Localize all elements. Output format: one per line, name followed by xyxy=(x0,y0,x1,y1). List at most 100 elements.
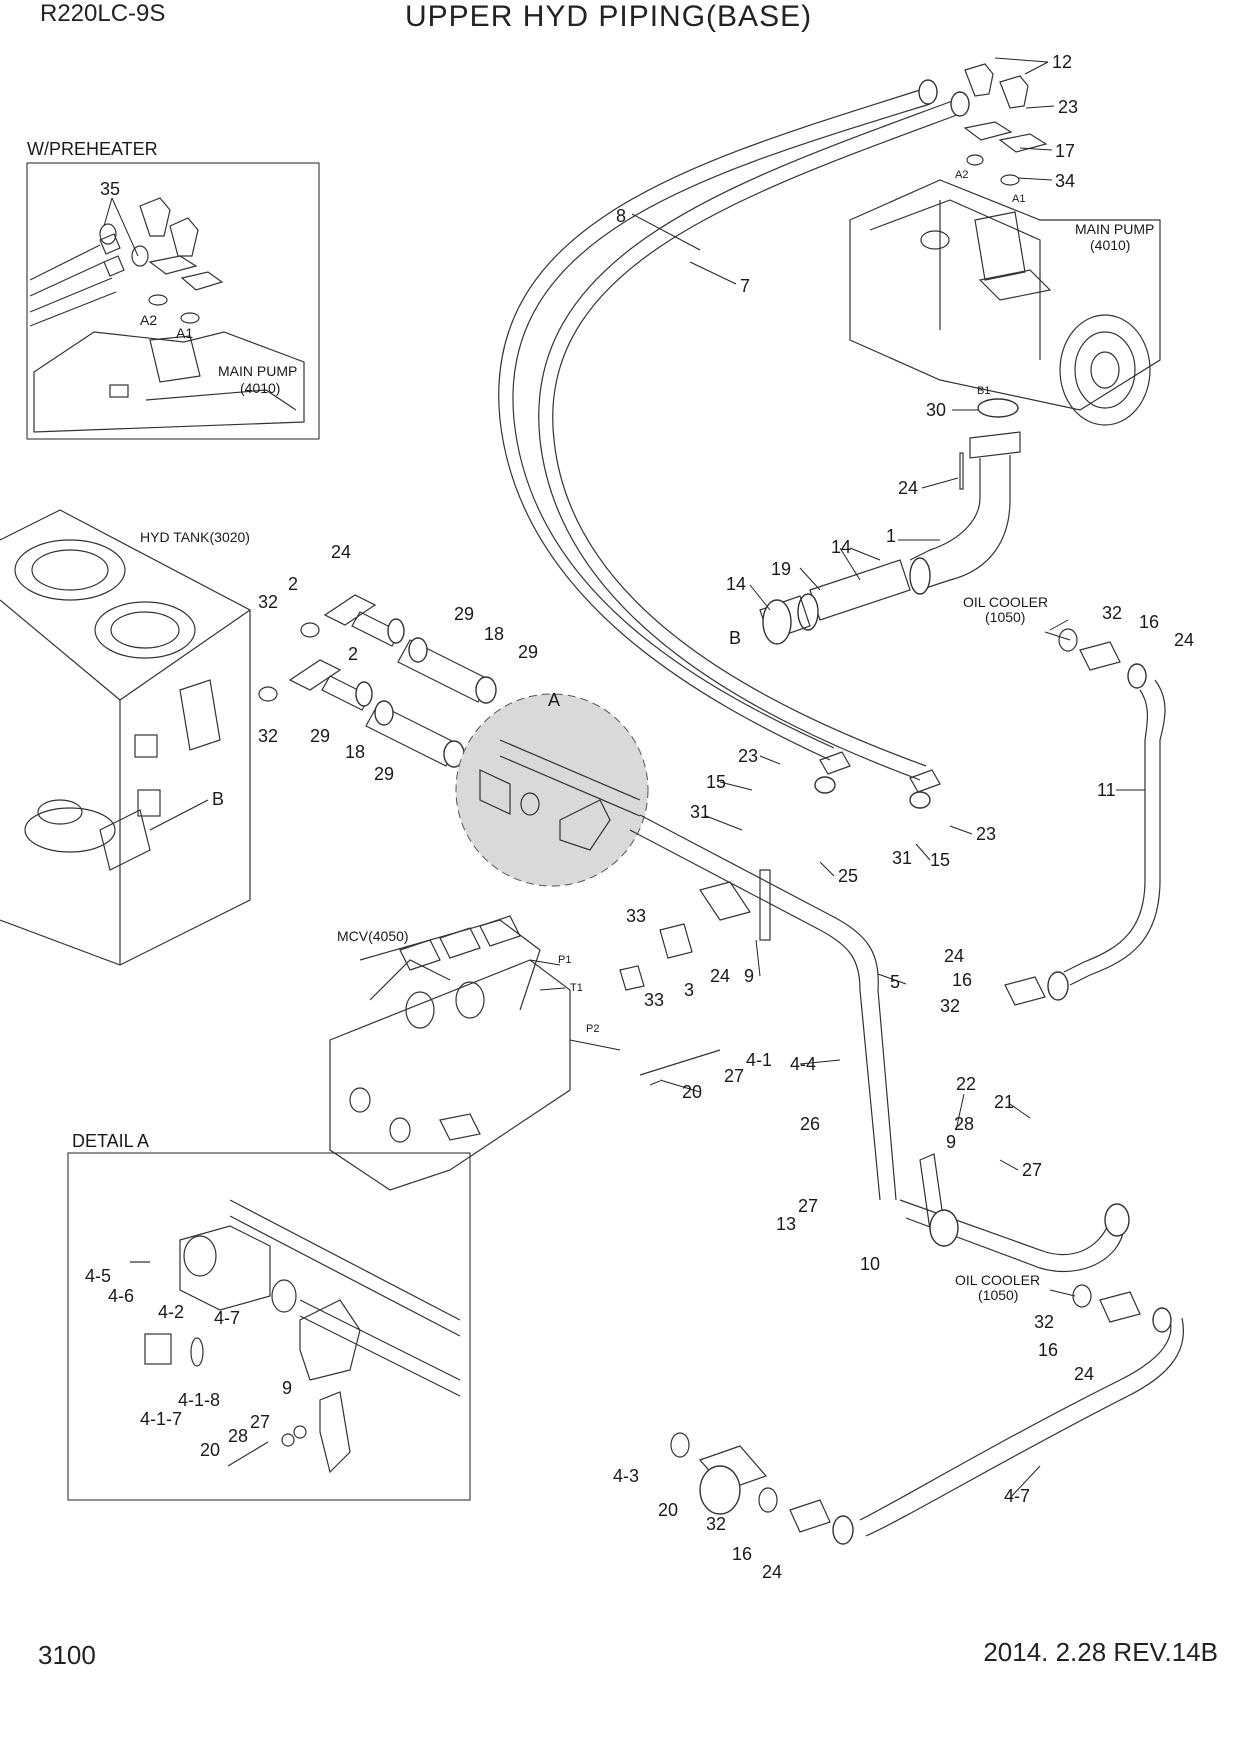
inset-port-a1: A1 xyxy=(176,325,193,341)
callout-32-tank-a: 32 xyxy=(258,592,278,612)
oil-cooler-bottom-label: OIL COOLER xyxy=(955,1272,1040,1288)
callout-26: 13 xyxy=(776,1214,796,1234)
hoses-7-8 xyxy=(498,63,1048,809)
inset-port-a2: A2 xyxy=(140,312,157,328)
callout-31-right: 31 xyxy=(892,848,912,868)
callout-18-b: 18 xyxy=(345,742,365,762)
detail-callout-20: 20 xyxy=(200,1440,220,1460)
delivery-pipes xyxy=(619,814,1130,1273)
callout-24-pump: 24 xyxy=(898,478,918,498)
callout-16-bottom: 16 xyxy=(1038,1340,1058,1360)
callout-28-right: 28 xyxy=(954,1114,974,1134)
model-number: R220LC-9S xyxy=(40,0,166,27)
callout-9-mid: 9 xyxy=(744,966,754,986)
detail-callout-9: 9 xyxy=(282,1378,292,1398)
callout-24-tank: 24 xyxy=(331,542,351,562)
detail-callout-4-5: 4-5 xyxy=(85,1266,111,1286)
main-pump: MAIN PUMP (4010) A2 A1 B1 xyxy=(849,169,1161,426)
port-a2: A2 xyxy=(955,169,968,181)
callout-27-right: 27 xyxy=(1022,1160,1042,1180)
callout-16-low: 16 xyxy=(732,1544,752,1564)
hyd-tank-label: HYD TANK(3020) xyxy=(140,529,250,545)
callout-21: 21 xyxy=(994,1092,1014,1112)
callout-20: 20 xyxy=(682,1082,702,1102)
callout-24-low: 24 xyxy=(762,1562,782,1582)
port-b-tank: B xyxy=(212,789,224,809)
main-pump-code: (4010) xyxy=(1090,237,1130,253)
callout-29-c: 29 xyxy=(310,726,330,746)
callout-16-cooler: 16 xyxy=(1139,612,1159,632)
detail-callout-4-2: 4-2 xyxy=(158,1302,184,1322)
callout-27-low: 27 xyxy=(798,1196,818,1216)
callout-33-b: 33 xyxy=(644,990,664,1010)
callout-15-left: 15 xyxy=(706,772,726,792)
callout-25: 25 xyxy=(838,866,858,886)
callout-18-a: 18 xyxy=(484,624,504,644)
callout-15-right: 15 xyxy=(930,850,950,870)
callout-4-7: 4-3 xyxy=(613,1466,639,1486)
port-b-hose: B xyxy=(729,628,741,648)
main-pump-label: MAIN PUMP xyxy=(1075,221,1154,237)
callout-31-left: 31 xyxy=(690,802,710,822)
callout-29-d: 29 xyxy=(374,764,394,784)
port-t1: T1 xyxy=(570,982,583,994)
callout-30: 30 xyxy=(926,400,946,420)
oil-cooler-line-11: OIL COOLER (1050) xyxy=(963,594,1166,1006)
callout-14-b: 14 xyxy=(726,574,746,594)
callout-24-mcv: 24 xyxy=(710,966,730,986)
callout-28-mid: 27 xyxy=(724,1066,744,1086)
page-title: UPPER HYD PIPING(BASE) xyxy=(405,0,813,33)
callout-14-a: 14 xyxy=(831,537,851,557)
port-p2: P2 xyxy=(586,1023,599,1035)
callout-8: 8 xyxy=(616,206,626,226)
callout-32-bottom: 32 xyxy=(1034,1312,1054,1332)
mcv-label: MCV(4050) xyxy=(337,928,409,944)
callout-11: 11 xyxy=(1097,780,1116,800)
callout-4-3: 20 xyxy=(658,1500,678,1520)
inset-preheater: W/PREHEATER A2 A1 MAIN PUMP (4010) 35 xyxy=(26,139,320,440)
inset-main-pump-code: (4010) xyxy=(240,380,280,396)
oil-cooler-bottom-code: (1050) xyxy=(978,1287,1018,1303)
hyd-tank: HYD TANK(3020) B xyxy=(0,509,251,966)
callout-34: 34 xyxy=(1055,171,1075,191)
tank-suction xyxy=(258,594,497,768)
detail-callout-4-6: 4-6 xyxy=(108,1286,134,1306)
callout-32-tank-b: 32 xyxy=(258,726,278,746)
callout-10: 4-7 xyxy=(1004,1486,1030,1506)
callout-29-a: 29 xyxy=(454,604,474,624)
callout-24-cooler: 24 xyxy=(1174,630,1194,650)
callout-4-4: 26 xyxy=(800,1114,820,1134)
inset-callout-35: 35 xyxy=(100,179,120,199)
callout-24-bottom: 24 xyxy=(1074,1364,1094,1384)
callout-27-mid: 4-1 xyxy=(746,1050,772,1070)
callout-24-mid: 24 xyxy=(944,946,964,966)
inset-main-pump: MAIN PUMP xyxy=(218,363,297,379)
detail-a-label: A xyxy=(548,690,560,710)
detail-callout-27: 27 xyxy=(250,1412,270,1432)
callout-labels: 12 23 17 34 8 7 30 24 1 14 19 14 B 32 16… xyxy=(258,52,1194,1582)
detail-callout-4-1-7: 4-1-7 xyxy=(140,1409,182,1429)
callout-2-a: 2 xyxy=(288,574,298,594)
callout-23-right: 23 xyxy=(976,824,996,844)
callout-23-top: 23 xyxy=(1058,97,1078,117)
callout-17: 17 xyxy=(1055,141,1075,161)
callout-1: 1 xyxy=(886,526,896,546)
callout-23-left: 23 xyxy=(738,746,758,766)
callout-3: 3 xyxy=(684,980,694,1000)
detail-callout-4-1-8: 4-1-8 xyxy=(178,1390,220,1410)
callout-7: 7 xyxy=(740,276,750,296)
oil-cooler-line-10: OIL COOLER (1050) xyxy=(670,1272,1184,1545)
callout-32-mid: 32 xyxy=(940,996,960,1016)
port-a1: A1 xyxy=(1012,193,1025,205)
callout-32-cooler: 32 xyxy=(1102,603,1122,623)
detail-a-title: DETAIL A xyxy=(72,1131,149,1151)
callout-12: 12 xyxy=(1052,52,1072,72)
callout-32-low: 32 xyxy=(706,1514,726,1534)
callout-16-mid: 16 xyxy=(952,970,972,990)
port-b1: B1 xyxy=(977,385,990,397)
callout-2-b: 2 xyxy=(348,644,358,664)
suction-assembly xyxy=(759,398,1021,645)
oil-cooler-top-label: OIL COOLER xyxy=(963,594,1048,610)
oil-cooler-top-code: (1050) xyxy=(985,609,1025,625)
